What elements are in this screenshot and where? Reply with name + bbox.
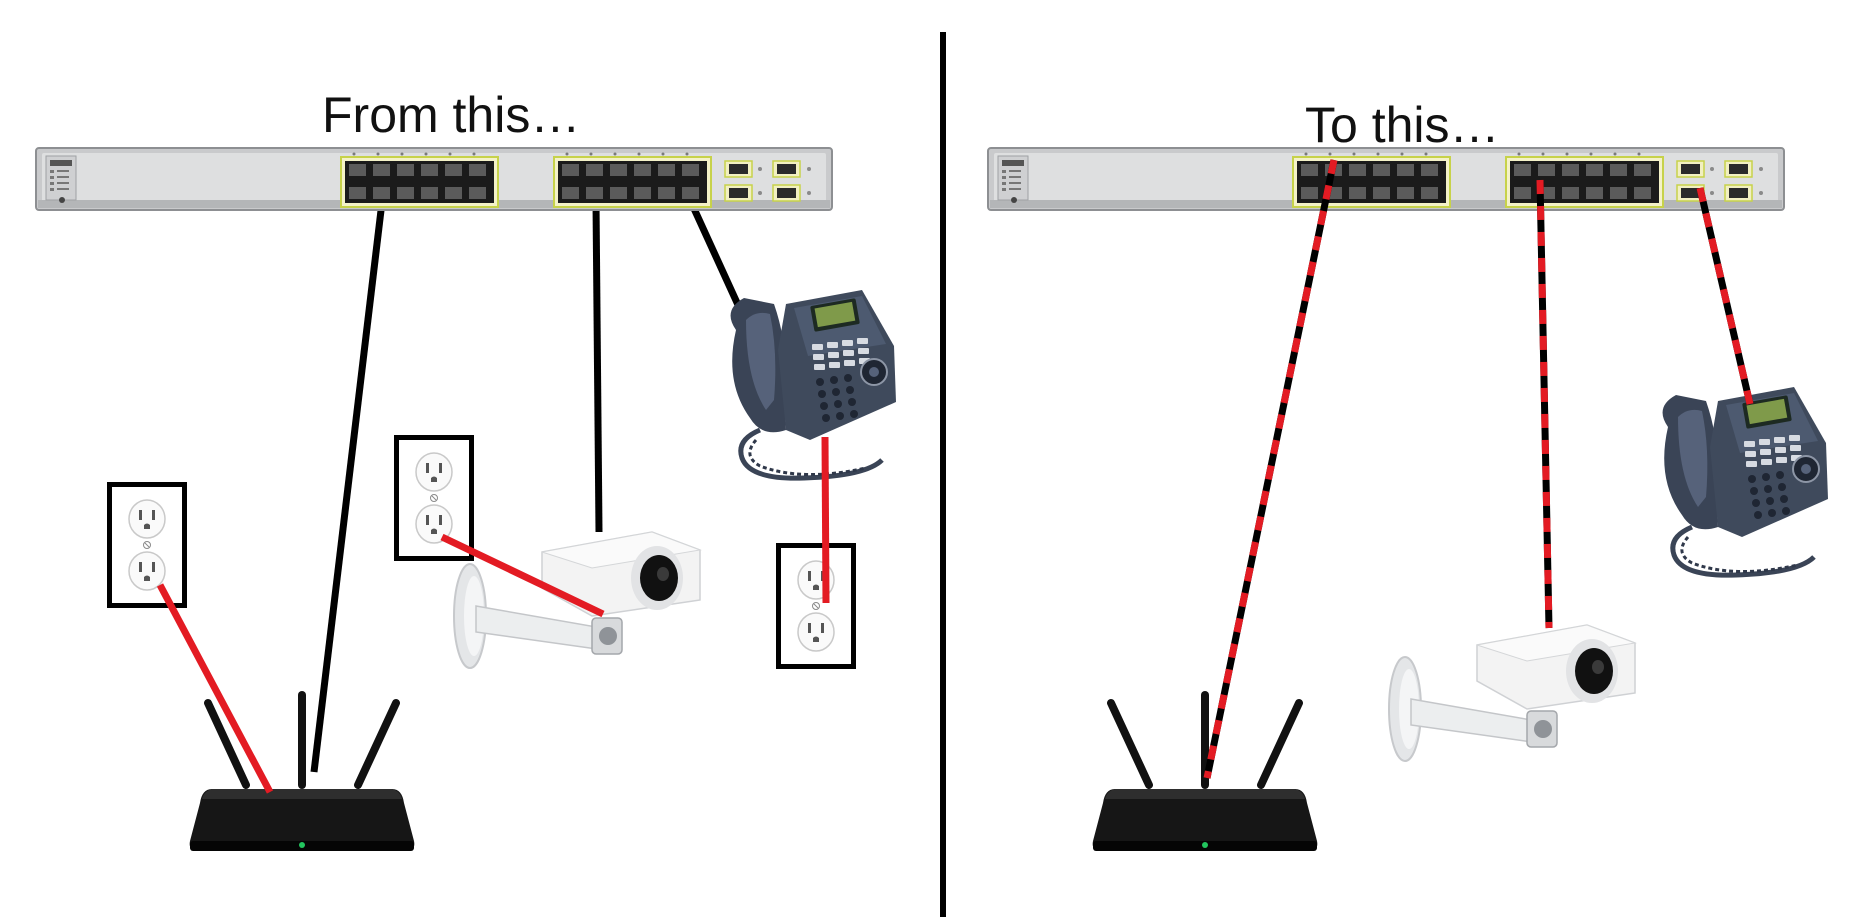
panel-before: From this… [35, 87, 896, 851]
poe-cable-camera [1536, 179, 1553, 629]
ip-phone-after [1663, 387, 1828, 575]
ip-phone-before [731, 290, 896, 478]
poe-cable-router [1203, 159, 1338, 779]
panel-after: To this… [987, 97, 1828, 851]
network-switch-after [987, 147, 1785, 211]
power-cable-router [156, 583, 274, 794]
power-cable-camera [440, 533, 605, 618]
data-cable-camera [592, 201, 603, 533]
power-outlet-camera [393, 434, 475, 562]
panel-after-title: To this… [1305, 97, 1500, 153]
ip-camera-after [1388, 624, 1636, 762]
power-outlet-router [106, 481, 188, 609]
power-outlet-phone [775, 542, 857, 670]
data-cable-router [310, 201, 386, 773]
poe-cable-phone [1696, 187, 1754, 405]
wireless-router-before [190, 695, 415, 851]
panel-before-title: From this… [322, 87, 580, 143]
power-cable-phone [821, 436, 830, 604]
network-switch-before [35, 147, 833, 211]
